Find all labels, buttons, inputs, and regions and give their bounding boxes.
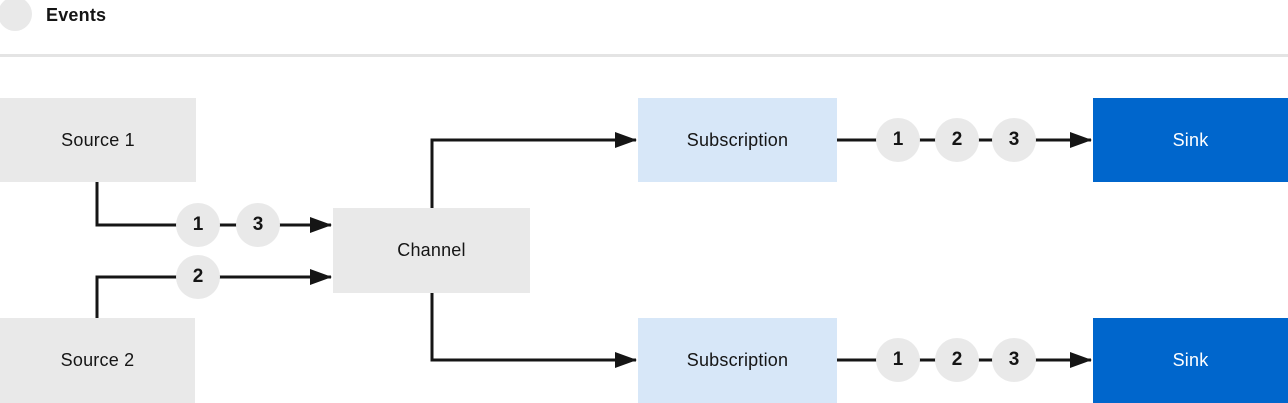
node-channel: Channel	[333, 208, 530, 293]
event-badge: 1	[876, 118, 920, 162]
node-sink-bottom-label: Sink	[1172, 350, 1209, 370]
event-badge: 2	[176, 255, 220, 299]
event-badge: 3	[992, 338, 1036, 382]
events-legend-circle-icon	[0, 0, 32, 31]
node-source-2-label: Source 2	[60, 350, 135, 370]
event-badge: 2	[935, 338, 979, 382]
node-sink-top: Sink	[1093, 98, 1288, 182]
node-subscription-bottom: Subscription	[638, 318, 837, 403]
event-badge: 1	[876, 338, 920, 382]
event-badge: 1	[176, 203, 220, 247]
event-badge: 2	[935, 118, 979, 162]
node-sink-bottom: Sink	[1093, 318, 1288, 403]
node-subscription-top: Subscription	[638, 98, 837, 182]
legend-divider	[0, 54, 1288, 57]
event-badge: 3	[992, 118, 1036, 162]
event-badge: 3	[236, 203, 280, 247]
events-legend-label: Events	[46, 5, 107, 25]
connector-channel-to-subscription-bottom	[430, 293, 637, 368]
node-source-2: Source 2	[0, 318, 195, 403]
node-sink-top-label: Sink	[1172, 129, 1209, 150]
node-subscription-bottom-label: Subscription	[686, 350, 789, 370]
node-subscription-top-label: Subscription	[686, 129, 789, 150]
connector-channel-to-subscription-top	[430, 132, 637, 208]
node-channel-label: Channel	[397, 240, 466, 260]
node-source-1: Source 1	[0, 98, 196, 182]
connector-source2-to-channel	[95, 269, 332, 318]
node-source-1-label: Source 1	[61, 129, 135, 150]
